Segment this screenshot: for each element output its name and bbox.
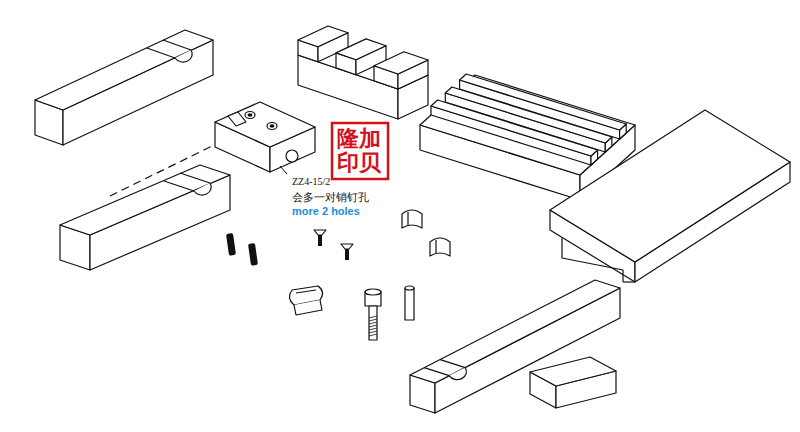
- key-block: [402, 210, 422, 228]
- small-block: [530, 357, 616, 386]
- cap-screw: [369, 306, 377, 340]
- stamp-border: [332, 123, 388, 179]
- part-number: ZZ4-15/2: [292, 176, 330, 187]
- screw-thread: [369, 325, 377, 327]
- slot-insert: [294, 300, 322, 315]
- dowel-pin: [405, 286, 414, 290]
- bar-notch: [180, 173, 210, 183]
- note-text: more 2 holes: [292, 205, 360, 217]
- grooved-plate: [420, 75, 635, 175]
- clamp-bar: [60, 165, 230, 235]
- set-screw: [226, 233, 236, 256]
- note-text: 会多一对销钉孔: [292, 190, 369, 205]
- screw-thread: [369, 316, 377, 318]
- bar-notch: [175, 50, 192, 62]
- bar-notch: [194, 183, 211, 195]
- comb-tooth: [298, 26, 348, 47]
- screw-hole: [248, 113, 253, 117]
- plate-ridge: [431, 106, 591, 165]
- screw-thread: [369, 331, 377, 333]
- seal-stamp: 隆加印贝: [337, 127, 381, 175]
- flat-screw: [345, 249, 349, 260]
- channel-plate: [550, 110, 790, 262]
- slot-insert: [296, 290, 316, 293]
- key-block: [407, 212, 408, 225]
- channel-leg: [623, 281, 635, 282]
- channel-leg: [562, 238, 623, 282]
- bar-notch: [147, 48, 175, 58]
- bar-notch: [424, 368, 449, 376]
- key-block: [435, 240, 436, 253]
- flat-screw: [314, 230, 326, 235]
- bar-notch: [163, 40, 191, 50]
- cap-screw: [365, 289, 381, 295]
- slot: [228, 112, 246, 126]
- plate-ridge: [431, 100, 598, 156]
- clamp-bar: [35, 30, 213, 110]
- screw-hole: [270, 124, 275, 128]
- bar-notch: [449, 368, 466, 380]
- flat-screw: [341, 244, 353, 249]
- screw-hole: [245, 112, 255, 119]
- pin-hole: [286, 150, 298, 162]
- slide-block: [215, 102, 315, 147]
- set-screw: [248, 243, 258, 266]
- key-block: [430, 238, 450, 256]
- assembly-line: [110, 146, 212, 196]
- comb-tooth: [336, 39, 386, 60]
- screw-thread: [369, 319, 377, 321]
- screw-thread: [369, 328, 377, 330]
- bar-notch: [440, 360, 465, 368]
- flat-screw: [318, 235, 322, 246]
- screw-hole: [267, 123, 277, 130]
- screw-thread: [369, 334, 377, 336]
- screw-thread: [369, 322, 377, 324]
- dowel-pin: [405, 288, 414, 320]
- bar-notch: [164, 181, 194, 191]
- comb-tooth: [374, 52, 428, 74]
- leader-line: [280, 166, 287, 174]
